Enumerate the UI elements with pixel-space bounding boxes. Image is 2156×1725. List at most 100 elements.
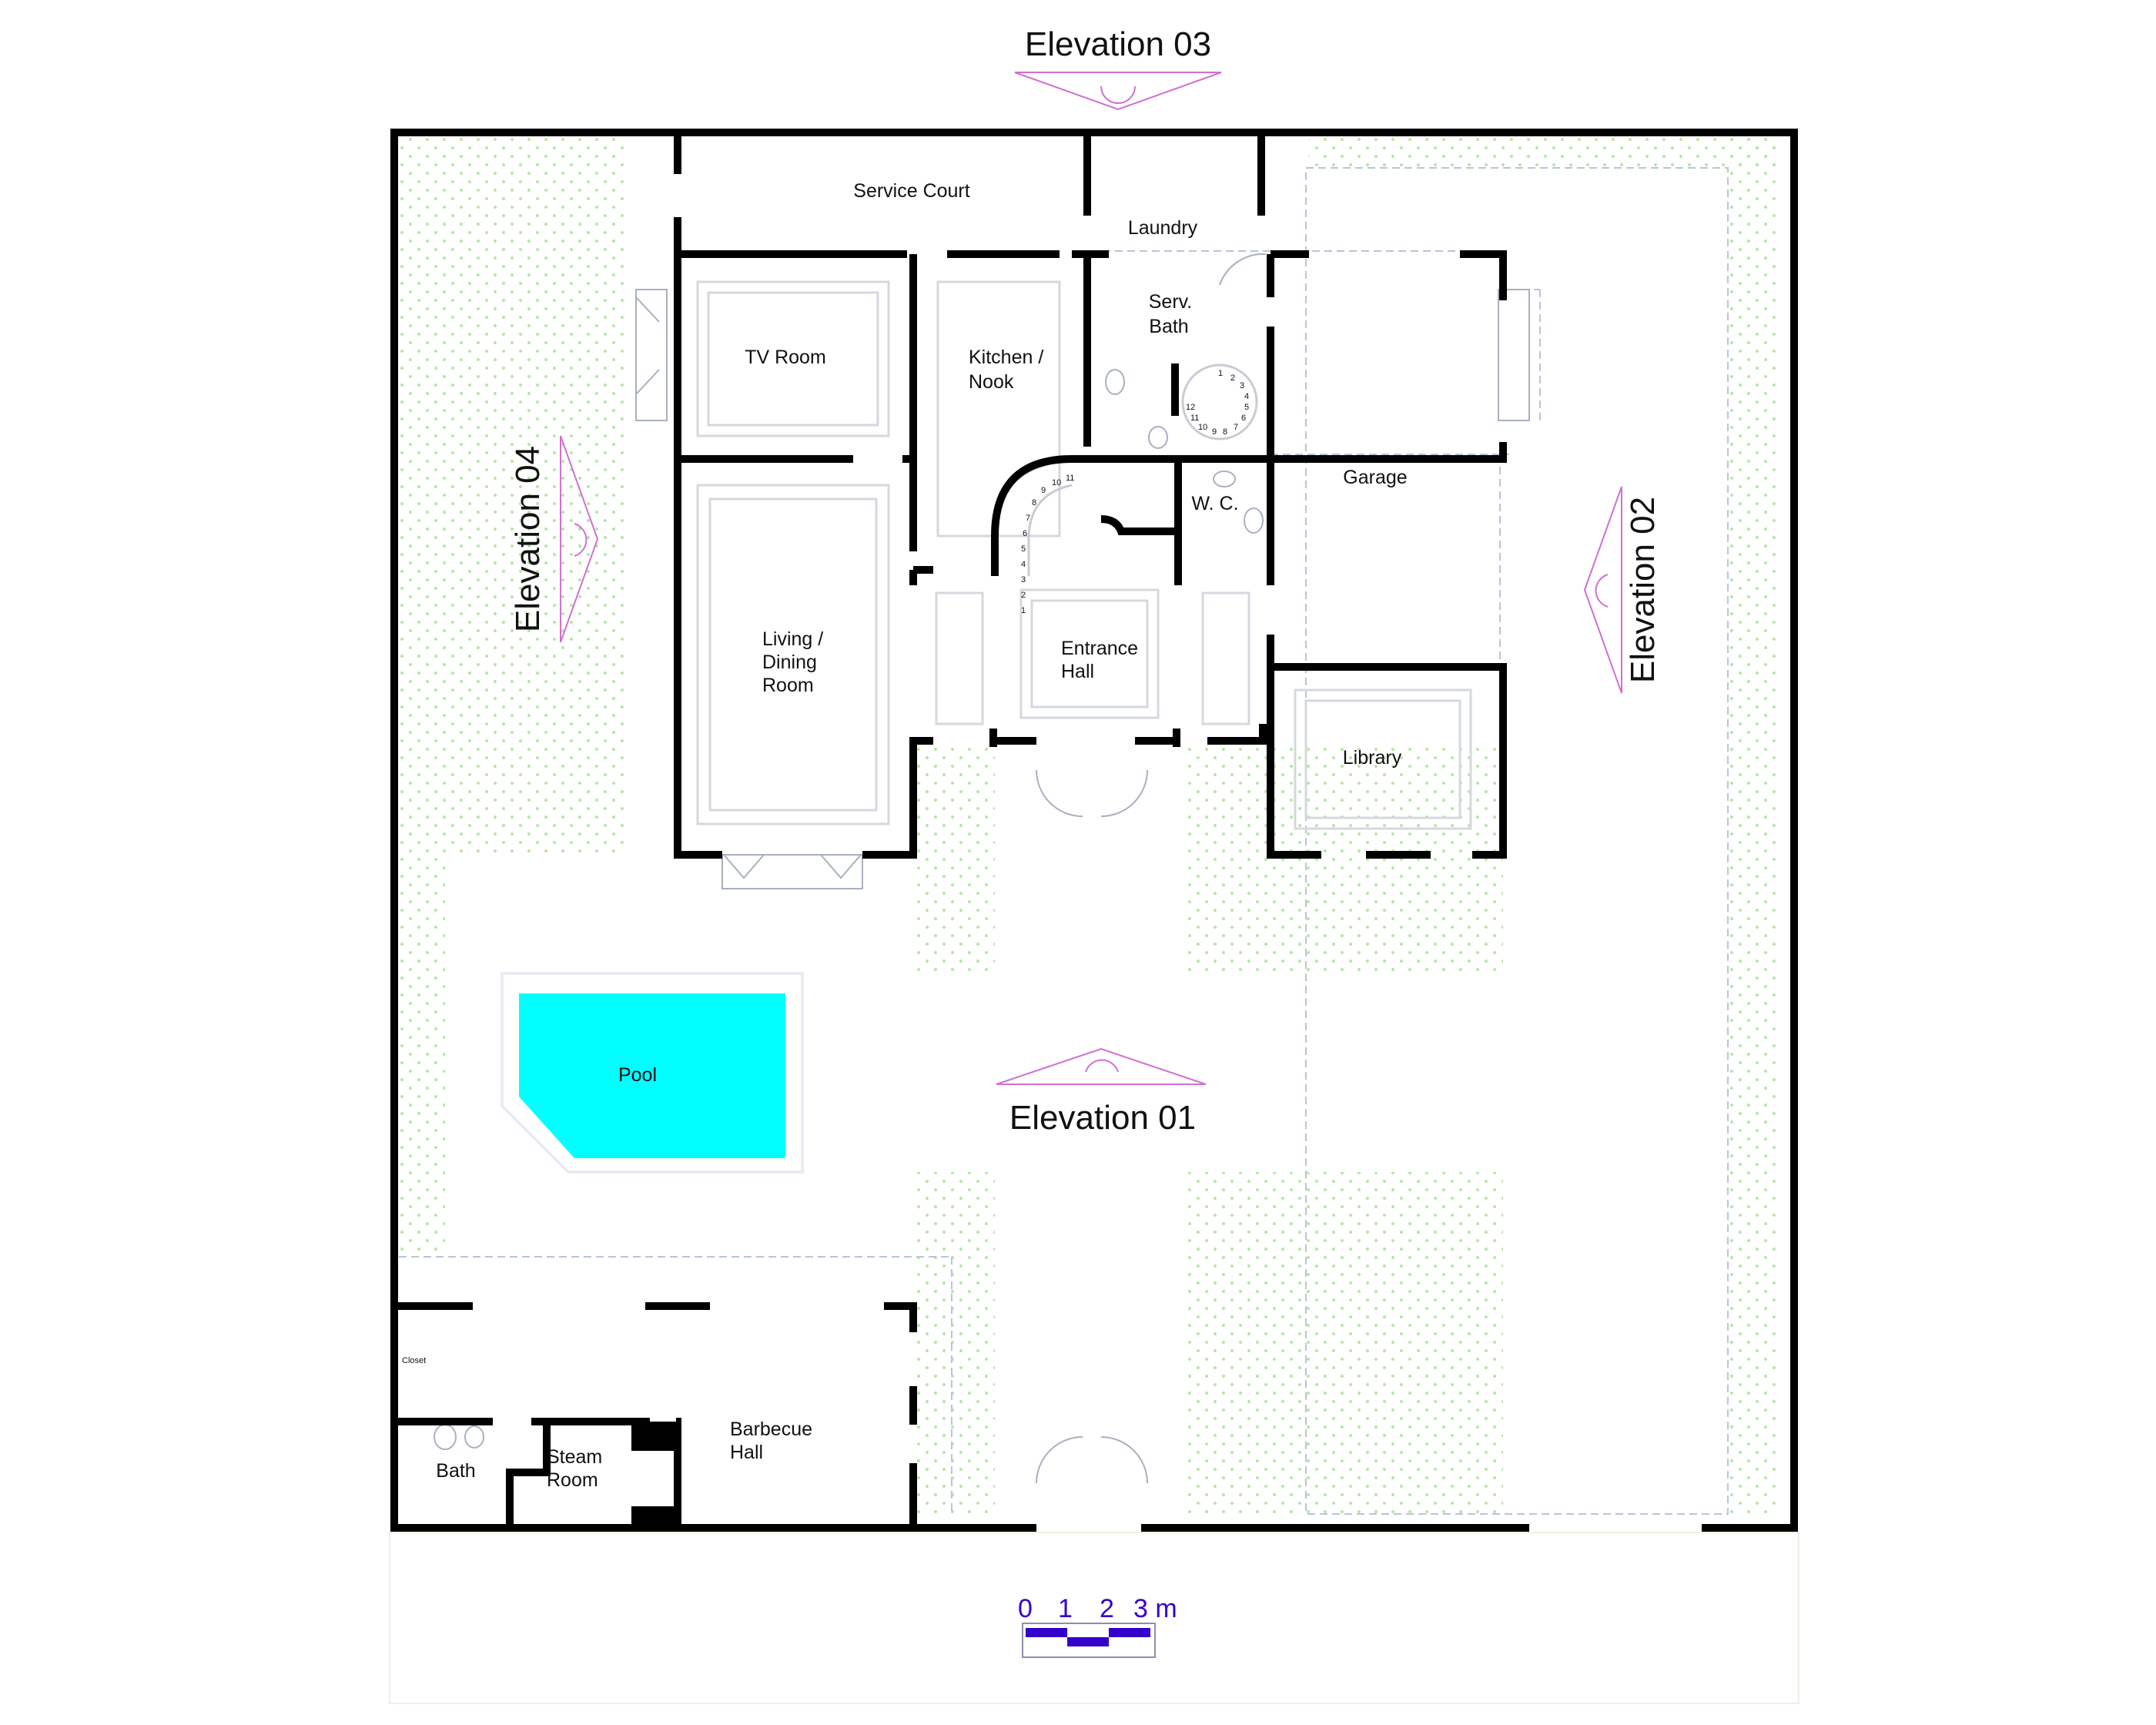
label-closet: Closet bbox=[402, 1356, 426, 1365]
scale-bar: 0 1 2 3 m bbox=[1018, 1594, 1177, 1658]
label-steam-2: Room bbox=[547, 1469, 598, 1491]
spiral-step-11: 11 bbox=[1190, 414, 1199, 423]
elevation-labels: Elevation 03 Elevation 01 Elevation 04 E… bbox=[509, 25, 1662, 1137]
main-stair-step-8: 8 bbox=[1032, 498, 1036, 507]
service-bath-walls bbox=[1083, 250, 1274, 570]
spiral-step-1: 1 bbox=[1218, 369, 1223, 378]
spiral-step-4: 4 bbox=[1244, 392, 1249, 401]
fireplace-lower bbox=[631, 1506, 681, 1532]
label-library: Library bbox=[1343, 747, 1402, 769]
label-serv-bath-2: Bath bbox=[1149, 316, 1188, 337]
site-lines bbox=[389, 1532, 1799, 1704]
spiral-step-9: 9 bbox=[1212, 427, 1217, 437]
garage-walls bbox=[1267, 250, 1507, 859]
main-stair-step-3: 3 bbox=[1021, 575, 1026, 584]
label-service-court: Service Court bbox=[853, 180, 969, 202]
spiral-step-5: 5 bbox=[1244, 403, 1249, 412]
guide-lines bbox=[399, 167, 1729, 1515]
spiral-step-7: 7 bbox=[1234, 423, 1238, 432]
label-barbecue-2: Hall bbox=[730, 1442, 763, 1463]
label-entrance-2: Hall bbox=[1061, 661, 1094, 682]
pool bbox=[519, 993, 785, 1158]
main-stair-step-9: 9 bbox=[1041, 486, 1046, 495]
room-details bbox=[696, 280, 1472, 830]
elevation-04-marker bbox=[560, 435, 599, 643]
elevation-03-marker bbox=[1014, 72, 1222, 111]
label-serv-bath-1: Serv. bbox=[1149, 291, 1193, 313]
main-stair-step-7: 7 bbox=[1026, 514, 1030, 523]
label-wc: W. C. bbox=[1191, 493, 1238, 514]
garden-west-lower bbox=[399, 853, 445, 1254]
spiral-stair: 1 2 3 4 5 6 7 8 9 10 11 12 bbox=[1181, 363, 1258, 440]
label-living-3: Room bbox=[762, 675, 814, 696]
label-living-1: Living / bbox=[762, 628, 823, 650]
spiral-step-6: 6 bbox=[1241, 414, 1246, 423]
spiral-step-3: 3 bbox=[1240, 381, 1244, 390]
label-pool: Pool bbox=[618, 1064, 657, 1086]
spiral-step-10: 10 bbox=[1198, 423, 1207, 432]
garden-front-left bbox=[913, 744, 995, 975]
door-swing-back bbox=[1036, 1436, 1148, 1484]
scale-label-2: 2 bbox=[1100, 1594, 1114, 1623]
main-stair-curve-inner bbox=[1027, 484, 1073, 576]
elevation-markers bbox=[560, 72, 1622, 1085]
elevation-02-label: Elevation 02 bbox=[1624, 497, 1662, 683]
window-tv bbox=[635, 296, 660, 395]
label-kitchen-1: Kitchen / bbox=[969, 347, 1043, 368]
outbuilding-walls bbox=[394, 1302, 917, 1528]
toilet-bath bbox=[434, 1424, 457, 1450]
spiral-step-8: 8 bbox=[1223, 427, 1227, 437]
main-stair-step-5: 5 bbox=[1021, 544, 1026, 554]
elevation-03-label: Elevation 03 bbox=[1025, 25, 1211, 63]
sink-wc bbox=[1213, 471, 1236, 487]
garden-north-east bbox=[1309, 136, 1779, 166]
garden-front-right bbox=[1183, 744, 1503, 975]
window-living bbox=[723, 854, 862, 879]
label-barbecue-1: Barbecue bbox=[730, 1419, 812, 1440]
label-living-2: Dining bbox=[762, 651, 817, 673]
fireplace-upper bbox=[631, 1422, 681, 1451]
elevation-04-label: Elevation 04 bbox=[509, 446, 547, 632]
main-stair-step-4: 4 bbox=[1021, 560, 1026, 569]
spiral-stair-outline bbox=[1181, 363, 1258, 440]
scale-label-3: 3 m bbox=[1133, 1594, 1177, 1623]
label-kitchen-2: Nook bbox=[969, 371, 1014, 393]
scale-label-0: 0 bbox=[1018, 1594, 1033, 1623]
fixtures bbox=[434, 253, 1530, 1484]
door-swing-laundry bbox=[1219, 253, 1267, 286]
spiral-step-12: 12 bbox=[1186, 403, 1195, 412]
label-bath: Bath bbox=[436, 1460, 475, 1482]
garden-west bbox=[399, 136, 627, 853]
main-stair-step-11: 11 bbox=[1066, 474, 1074, 483]
spiral-step-2: 2 bbox=[1230, 373, 1235, 383]
main-stair-step-1: 1 bbox=[1021, 606, 1026, 615]
toilet-serv-bath bbox=[1105, 369, 1125, 395]
entrance-walls bbox=[989, 724, 1267, 747]
garden-areas bbox=[399, 136, 1779, 1514]
boundary-wall bbox=[390, 129, 1798, 1532]
living-walls bbox=[674, 459, 933, 859]
toilet-wc bbox=[1244, 507, 1264, 534]
label-entrance-1: Entrance bbox=[1061, 638, 1138, 659]
room-labels: Service Court Laundry Serv. Bath TV Room… bbox=[402, 180, 1408, 1491]
garden-south-left bbox=[913, 1172, 995, 1514]
scale-seg-1 bbox=[1026, 1628, 1067, 1637]
label-steam-1: Steam bbox=[547, 1446, 602, 1468]
garden-south-right bbox=[1183, 1172, 1503, 1514]
scale-label-1: 1 bbox=[1058, 1594, 1073, 1623]
door-swing-entrance bbox=[1036, 769, 1148, 817]
elevation-01-label: Elevation 01 bbox=[1009, 1099, 1196, 1137]
pool-deck bbox=[500, 972, 804, 1174]
sink-serv-bath bbox=[1148, 426, 1168, 449]
main-stair-step-10: 10 bbox=[1052, 478, 1061, 487]
sink-bath bbox=[464, 1425, 484, 1449]
stair-wall bbox=[991, 455, 1182, 585]
scale-seg-2 bbox=[1067, 1637, 1109, 1646]
main-stair-step-2: 2 bbox=[1021, 591, 1026, 600]
label-laundry: Laundry bbox=[1128, 217, 1198, 239]
label-tv-room: TV Room bbox=[745, 347, 826, 368]
elevation-02-marker bbox=[1583, 486, 1622, 694]
garden-east bbox=[1728, 136, 1779, 1514]
walls bbox=[390, 129, 1798, 1532]
